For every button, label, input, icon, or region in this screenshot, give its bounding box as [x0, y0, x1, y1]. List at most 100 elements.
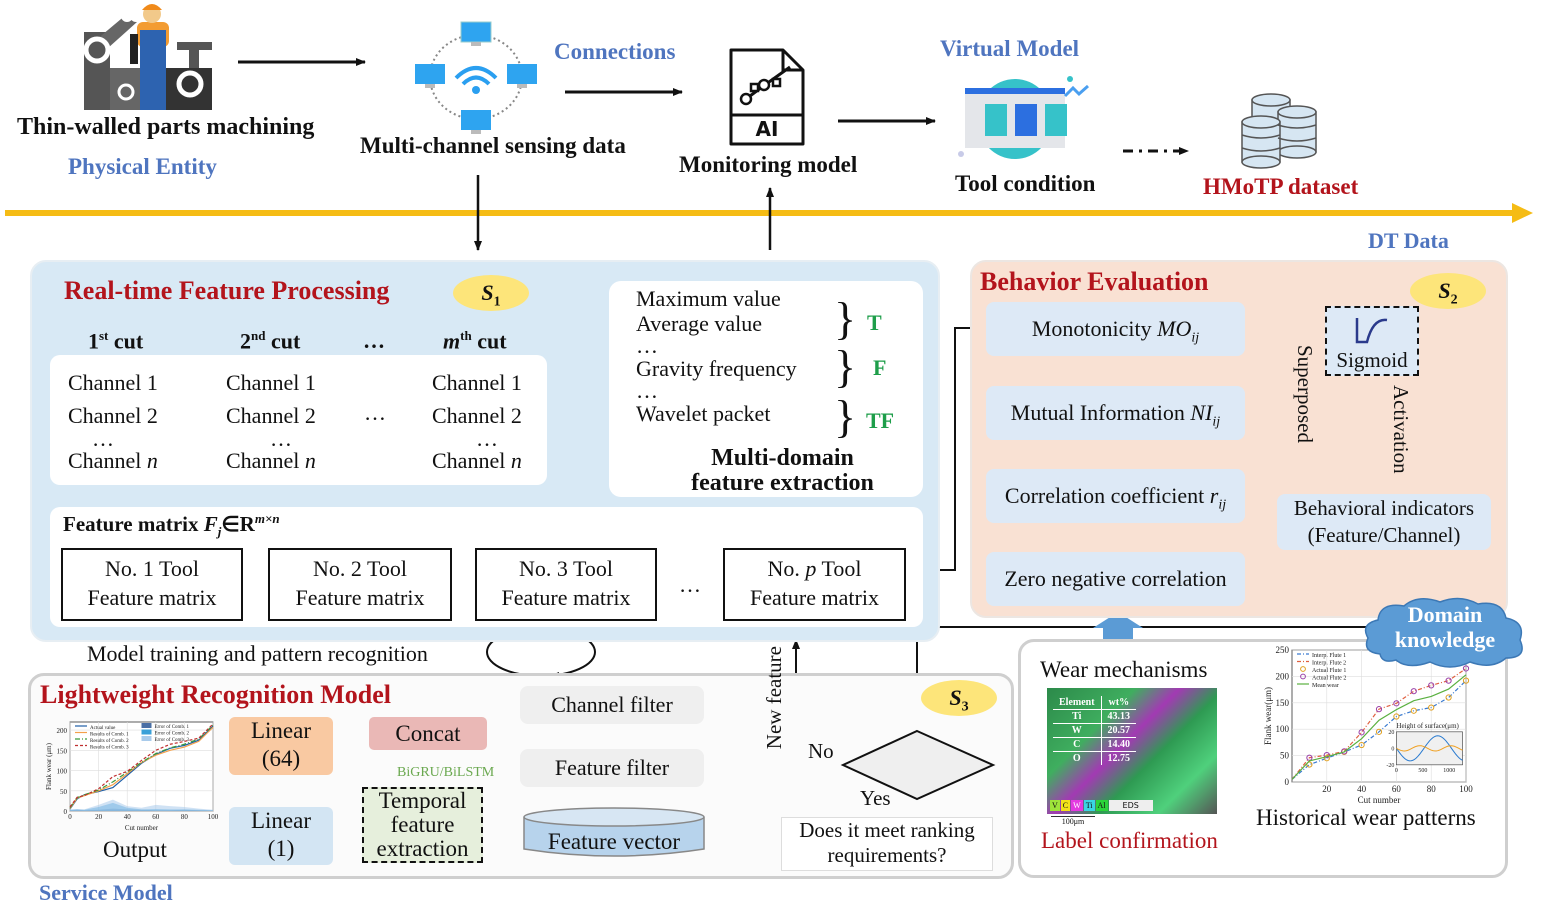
y-tick-label: 150: [1276, 698, 1290, 708]
brace-t: }: [834, 293, 857, 344]
cylinder-icon: [523, 807, 705, 857]
correlation-step[interactable]: Correlation coefficient rij: [986, 469, 1245, 523]
inset-x-tick: 0: [1395, 768, 1398, 774]
domain-tf: TF: [866, 408, 895, 433]
dt-timeline-head: [1512, 203, 1533, 223]
sigmoid-box[interactable]: Sigmoid: [1325, 306, 1419, 376]
y-tick-label: 100: [1276, 724, 1290, 734]
cloud-icon: [1364, 597, 1523, 668]
monitoring-caption: Monitoring model: [679, 152, 858, 177]
legend-label: Results of Comb. 1: [90, 733, 129, 738]
data-point: [1323, 751, 1330, 759]
feature-matrix-title: Feature matrix Fj∈Rm×n: [63, 511, 280, 540]
virtual-model-icon: [955, 76, 1095, 161]
cut-header-ellipsis: …: [363, 328, 385, 353]
y-tick-label: 50: [60, 788, 68, 796]
feature-list: Maximum value Average value … Gravity fr…: [636, 286, 797, 426]
database-icon: [1240, 93, 1320, 169]
x-tick-label: 20: [1322, 784, 1332, 794]
eds-legend: V C W Ti Al EDS: [1050, 800, 1153, 811]
dataset-caption: HMoTP dataset: [1203, 174, 1359, 199]
new-feature-label: New feature: [762, 646, 786, 750]
historical-wear-label: Historical wear patterns: [1256, 805, 1476, 830]
yes-label: Yes: [860, 786, 891, 810]
data-point: [1393, 700, 1400, 707]
virtual-model-label: Virtual Model: [940, 36, 1080, 61]
inset-y-tick: -20: [1386, 763, 1394, 769]
y-tick-label: 250: [1276, 645, 1290, 655]
inset-series: [1395, 735, 1463, 762]
legend-swatch: [1300, 666, 1306, 672]
zero-negative-step[interactable]: Zero negative correlation: [986, 552, 1245, 606]
feature-filter[interactable]: Feature filter: [520, 749, 704, 787]
series-line: [1291, 667, 1467, 780]
concat-layer[interactable]: Concat: [369, 717, 487, 750]
inset-title: Height of surface(μm): [1396, 722, 1459, 730]
legend-swatch: [141, 723, 152, 728]
domain-knowledge-cloud: Domain knowledge: [1360, 594, 1530, 670]
x-tick-label: 60: [1392, 784, 1402, 794]
legend-label: Error of Comb. 3: [155, 738, 190, 743]
x-axis-label: Cut number: [125, 824, 159, 832]
cut-header-2: 2nd cut: [240, 328, 301, 354]
legend-swatch: [141, 736, 152, 741]
y-tick-label: 200: [1276, 671, 1290, 681]
legend-label: Error of Comb. 1: [155, 725, 190, 730]
inset-x-tick: 1000: [1443, 768, 1455, 774]
cut-header-m: mth cut: [443, 328, 507, 354]
legend-label: Results of Comb. 2: [90, 739, 129, 744]
x-tick-label: 100: [208, 813, 219, 821]
multidomain-caption: Multi-domain feature extraction: [691, 445, 874, 496]
behavioral-indicators[interactable]: Behavioral indicators(Feature/Channel): [1277, 494, 1491, 550]
x-tick-label: 40: [1357, 784, 1367, 794]
legend-label: Results of Comb. 3: [90, 746, 129, 751]
channel-mid-ellipsis: …: [364, 400, 386, 425]
service-model-label: Service Model: [39, 880, 173, 905]
s1-tag: S1: [453, 275, 529, 311]
mutual-information-step[interactable]: Mutual Information NIij: [986, 386, 1245, 440]
data-point: [1375, 728, 1383, 735]
series-line: [69, 723, 214, 808]
legend-swatch: [1300, 673, 1306, 680]
sensing-caption: Multi-channel sensing data: [360, 133, 626, 158]
output-label: Output: [103, 837, 167, 862]
legend-label: Actual Flute 1: [1312, 668, 1346, 674]
data-point: [1410, 707, 1417, 714]
y-tick-label: 0: [1285, 777, 1290, 787]
data-point: [1445, 694, 1452, 701]
label-confirmation: Label confirmation: [1041, 828, 1218, 853]
legend-label: Actual Flute 2: [1312, 676, 1346, 682]
series-line: [1291, 680, 1467, 780]
decision-diamond[interactable]: [840, 729, 1003, 809]
inset-x-tick: 500: [1418, 768, 1427, 774]
series-line: [69, 724, 214, 809]
legend-label: Interp. Flute 2: [1312, 661, 1346, 667]
no-label: No: [808, 739, 834, 763]
linear-1-layer[interactable]: Linear(1): [229, 807, 333, 865]
y-tick-label: 100: [57, 768, 68, 776]
connections-label: Connections: [554, 39, 676, 64]
feature-vector-db[interactable]: Feature vector: [523, 807, 705, 859]
channel-filter[interactable]: Channel filter: [520, 686, 704, 724]
linear-64-layer[interactable]: Linear(64): [229, 717, 333, 775]
machining-icon: [82, 2, 212, 110]
sigmoid-label: Sigmoid: [1336, 348, 1408, 372]
data-point: [1306, 761, 1313, 768]
y-tick-label: 50: [1280, 751, 1290, 761]
monotonicity-step[interactable]: Monotonicity MOij: [986, 302, 1245, 356]
x-tick-label: 100: [1459, 784, 1473, 794]
x-tick-label: 0: [68, 813, 72, 821]
x-axis-label: Cut number: [1358, 795, 1401, 805]
y-tick-label: 200: [57, 727, 68, 735]
